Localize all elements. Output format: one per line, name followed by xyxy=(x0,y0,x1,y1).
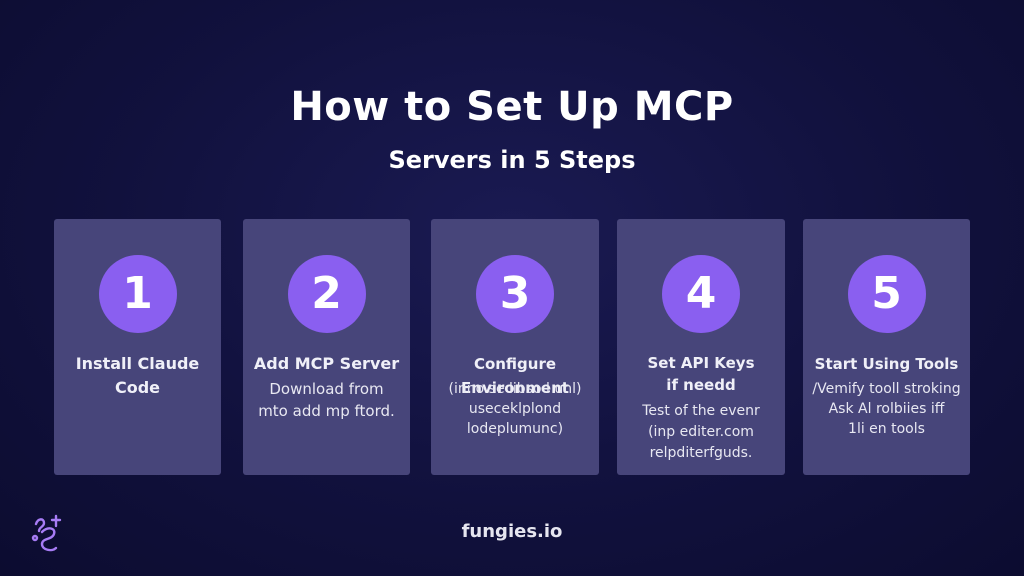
step-title: Configure Environment xyxy=(461,355,569,397)
step-title: Start Using Tools xyxy=(814,355,959,373)
step-number-badge: 5 xyxy=(847,255,926,333)
steps-row: 1 Install Claude Code 2 Add MCP Server D… xyxy=(54,219,970,475)
page-title: How to Set Up MCP xyxy=(290,84,734,130)
step-number-badge: 3 xyxy=(476,255,554,333)
step-description: /Vemify tooll stroking Ask Al rolbiies i… xyxy=(812,381,961,437)
step-number-badge: 1 xyxy=(98,255,177,333)
step-description: (inno se libso l unl) useceklplond lodep… xyxy=(448,381,582,437)
step-card-4: 4 Set API Keys if needd Test of the even… xyxy=(617,219,785,475)
fungies-logo-icon xyxy=(30,512,66,556)
step-title: Set API Keys if needd xyxy=(647,354,755,394)
step-card-5: 5 Start Using Tools /Vemify tooll stroki… xyxy=(803,219,970,475)
step-description: Test of the evenr (inp editer.com relpdi… xyxy=(642,403,760,461)
step-card-1: 1 Install Claude Code xyxy=(54,219,221,475)
step-description: Download from mto add mp ftord. xyxy=(258,380,395,420)
step-card-3: 3 Configure Environment (inno se libso l… xyxy=(431,219,599,475)
page-subtitle: Servers in 5 Steps xyxy=(388,146,636,174)
step-title: Install Claude Code xyxy=(75,354,200,397)
step-number-badge: 2 xyxy=(287,255,366,333)
step-card-2: 2 Add MCP Server Download from mto add m… xyxy=(243,219,410,475)
step-number-badge: 4 xyxy=(662,255,740,333)
step-title: Add MCP Server xyxy=(253,354,400,373)
footer-brand: fungies.io xyxy=(461,521,563,542)
